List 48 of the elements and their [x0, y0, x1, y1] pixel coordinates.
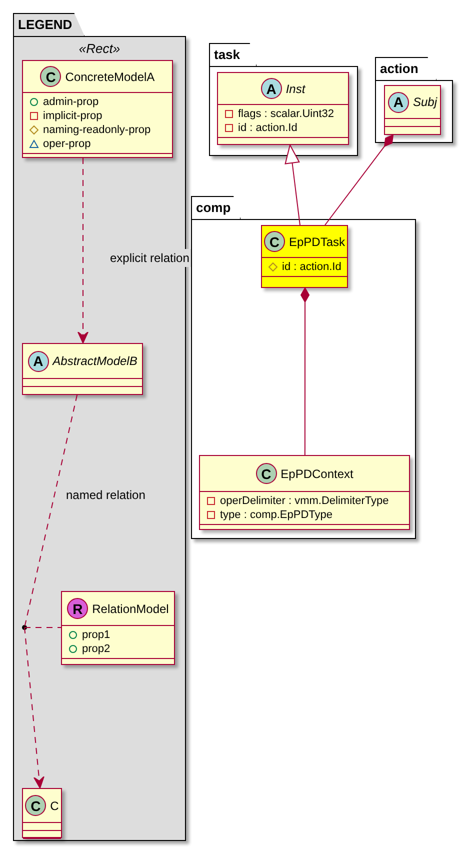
class-name: AbstractModelB — [52, 353, 138, 370]
class-name: Inst — [286, 80, 306, 98]
attribute: oper-prop — [43, 137, 91, 151]
connector-line — [24, 394, 78, 628]
attribute: prop1 — [82, 628, 110, 642]
class-box — [61, 591, 175, 665]
class-name: EpPDTask — [288, 234, 346, 250]
class-type-badge: C — [40, 66, 62, 87]
attribute: id : action.Id — [238, 121, 298, 135]
connector-line — [24, 626, 62, 628]
class-box — [217, 72, 349, 145]
class-type-badge: A — [28, 350, 49, 372]
class-type-badge: R — [67, 598, 88, 619]
class-box — [22, 343, 143, 395]
stereotype: «Rect» — [78, 40, 122, 58]
package-tab: task — [209, 43, 257, 67]
class-name: EpPDContext — [280, 466, 354, 482]
attribute: operDelimiter : vmm.DelimiterType — [220, 494, 389, 508]
class-box — [22, 60, 173, 158]
class-type-badge: C — [25, 795, 46, 816]
class-box — [261, 225, 348, 288]
package-tab: comp — [191, 196, 241, 220]
attribute: naming-readonly-prop — [43, 123, 151, 137]
attribute: id : action.Id — [282, 260, 342, 274]
attribute: prop2 — [82, 642, 110, 656]
class-type-badge: A — [260, 78, 282, 99]
class-box — [22, 788, 62, 838]
class-type-badge: C — [256, 463, 277, 484]
attribute: implicit-prop — [43, 109, 102, 123]
class-box — [199, 455, 410, 530]
attribute: flags : scalar.Uint32 — [238, 107, 334, 121]
package-tab: LEGEND — [13, 13, 85, 37]
composition-connector — [300, 288, 310, 456]
attribute: type : comp.EpPDType — [220, 508, 332, 522]
class-name: C — [50, 798, 59, 814]
arrow — [24, 627, 44, 788]
arrow — [284, 144, 300, 226]
attribute: admin-prop — [43, 95, 99, 109]
class-box — [384, 85, 441, 135]
composition-connector — [324, 134, 394, 226]
edge-label: explicit relation — [108, 249, 192, 267]
class-name: RelationModel — [92, 600, 169, 618]
package-tab: action — [375, 57, 437, 81]
class-name: Subj — [412, 94, 438, 111]
arrow — [77, 158, 88, 344]
class-type-badge: C — [264, 231, 285, 252]
class-name: ConcreteModelA — [65, 68, 155, 86]
class-type-badge: A — [388, 92, 409, 112]
